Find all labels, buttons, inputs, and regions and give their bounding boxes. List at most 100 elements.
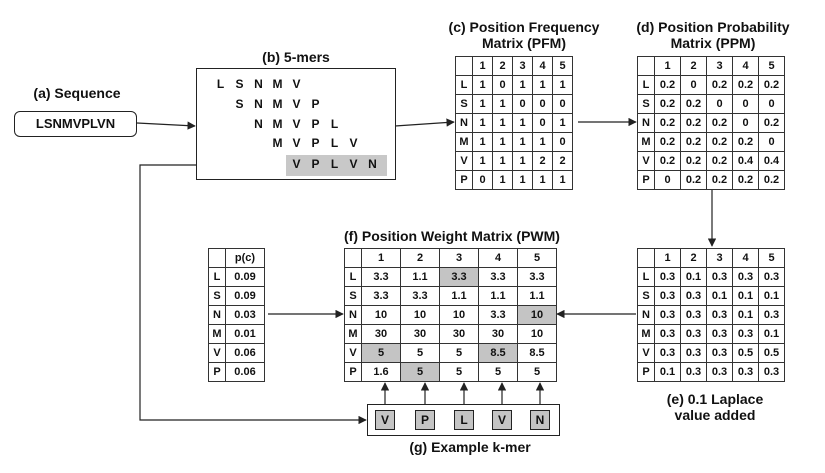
kmer-letter: P bbox=[311, 117, 320, 131]
matrix-cell: 0.3 bbox=[758, 305, 785, 325]
row-header: N bbox=[637, 113, 655, 133]
column-header: 3 bbox=[439, 248, 479, 268]
matrix-cell: 1 bbox=[472, 113, 493, 133]
column-header: 1 bbox=[472, 56, 493, 76]
example-kmer-cell: V bbox=[375, 410, 395, 430]
column-header: 2 bbox=[680, 56, 707, 76]
column-header: 1 bbox=[654, 248, 681, 268]
column-header: 3 bbox=[706, 56, 733, 76]
laplace-title-line1: (e) 0.1 Laplace bbox=[666, 391, 764, 407]
column-header: 4 bbox=[532, 56, 553, 76]
matrix-cell: 1 bbox=[512, 75, 533, 95]
matrix-cell: 0.01 bbox=[225, 324, 265, 344]
matrix-cell: 0.2 bbox=[654, 113, 681, 133]
row-header: V bbox=[637, 151, 655, 171]
column-header: 1 bbox=[361, 248, 401, 268]
matrix-cell: 0.3 bbox=[706, 305, 733, 325]
pfm-title-line2: Matrix (PFM) bbox=[482, 35, 566, 51]
matrix-cell: 0 bbox=[552, 132, 573, 152]
matrix-cell: 0.2 bbox=[680, 94, 707, 114]
matrix-cell: 0.3 bbox=[654, 286, 681, 306]
kmer-letter: V bbox=[292, 97, 301, 111]
matrix-cell: 0 bbox=[654, 170, 681, 190]
kmer-letter: L bbox=[330, 157, 339, 171]
matrix-cell: 8.5 bbox=[478, 343, 518, 363]
kmer-letter: M bbox=[272, 77, 283, 91]
matrix-cell: 0.2 bbox=[706, 75, 733, 95]
matrix-cell: 10 bbox=[517, 305, 557, 325]
matrix-cell: 0 bbox=[732, 113, 759, 133]
matrix-cell: 1 bbox=[512, 113, 533, 133]
ppm-title: (d) Position Probability Matrix (PPM) bbox=[622, 19, 804, 51]
matrix-cell: 1 bbox=[532, 132, 553, 152]
matrix-cell: 0.06 bbox=[225, 362, 265, 382]
matrix-cell: 2 bbox=[552, 151, 573, 171]
kmer-letter: V bbox=[292, 77, 301, 91]
matrix-cell: 0.2 bbox=[706, 113, 733, 133]
matrix-cell: 1 bbox=[552, 75, 573, 95]
matrix-cell: 1 bbox=[512, 132, 533, 152]
matrix-cell: 1 bbox=[472, 151, 493, 171]
matrix-cell: 0.2 bbox=[680, 151, 707, 171]
matrix-cell: 0.2 bbox=[758, 75, 785, 95]
matrix-cell: 0.4 bbox=[758, 151, 785, 171]
matrix-cell: 10 bbox=[361, 305, 401, 325]
matrix-cell: 0.2 bbox=[654, 151, 681, 171]
example-kmer-cell: N bbox=[530, 410, 550, 430]
matrix-cell: 0.3 bbox=[654, 343, 681, 363]
row-header: V bbox=[344, 343, 362, 363]
matrix-cell: 5 bbox=[400, 362, 440, 382]
sequence-box: LSNMVPLVN bbox=[14, 111, 137, 137]
matrix-cell: 3.3 bbox=[400, 286, 440, 306]
kmer-letter: V bbox=[349, 136, 358, 150]
column-header: 3 bbox=[706, 248, 733, 268]
matrix-cell: 0 bbox=[532, 94, 553, 114]
column-header: 3 bbox=[512, 56, 533, 76]
matrix-cell: 0.2 bbox=[758, 170, 785, 190]
matrix-cell: 1 bbox=[532, 75, 553, 95]
kmer-letter: M bbox=[272, 97, 283, 111]
laplace-title: (e) 0.1 Laplace value added bbox=[630, 391, 800, 423]
row-header: P bbox=[455, 170, 473, 190]
matrix-cell: 1 bbox=[472, 75, 493, 95]
matrix-cell: 0 bbox=[706, 94, 733, 114]
row-header: M bbox=[344, 324, 362, 344]
example-kmer-cell: L bbox=[454, 410, 474, 430]
kmer-letter: S bbox=[235, 77, 244, 91]
sequence-text: LSNMVPLVN bbox=[35, 116, 116, 131]
matrix-cell: 0.3 bbox=[680, 286, 707, 306]
row-header: L bbox=[208, 267, 226, 287]
matrix-cell: 0 bbox=[512, 94, 533, 114]
matrix-cell: 0 bbox=[732, 94, 759, 114]
matrix-cell: 0.1 bbox=[706, 286, 733, 306]
kmer-letter: L bbox=[216, 77, 225, 91]
matrix-cell: 3.3 bbox=[517, 267, 557, 287]
matrix-cell: 0.3 bbox=[706, 324, 733, 344]
row-header: S bbox=[637, 94, 655, 114]
kmer-letter: P bbox=[311, 157, 320, 171]
matrix-cell: 1.6 bbox=[361, 362, 401, 382]
matrix-corner bbox=[455, 56, 473, 76]
row-header: N bbox=[208, 305, 226, 325]
matrix-cell: 0.2 bbox=[680, 132, 707, 152]
matrix-cell: 0.3 bbox=[732, 362, 759, 382]
matrix-cell: 0.2 bbox=[706, 170, 733, 190]
matrix-cell: 0.3 bbox=[680, 362, 707, 382]
matrix-cell: 0 bbox=[532, 113, 553, 133]
matrix-cell: 0.2 bbox=[654, 75, 681, 95]
row-header: V bbox=[208, 343, 226, 363]
matrix-cell: 1 bbox=[492, 132, 513, 152]
matrix-cell: 0.3 bbox=[654, 267, 681, 287]
row-header: S bbox=[344, 286, 362, 306]
matrix-cell: 1 bbox=[552, 113, 573, 133]
sequence-title: (a) Sequence bbox=[33, 85, 121, 101]
row-header: L bbox=[637, 267, 655, 287]
row-header: L bbox=[344, 267, 362, 287]
kmer-letter: S bbox=[235, 97, 244, 111]
